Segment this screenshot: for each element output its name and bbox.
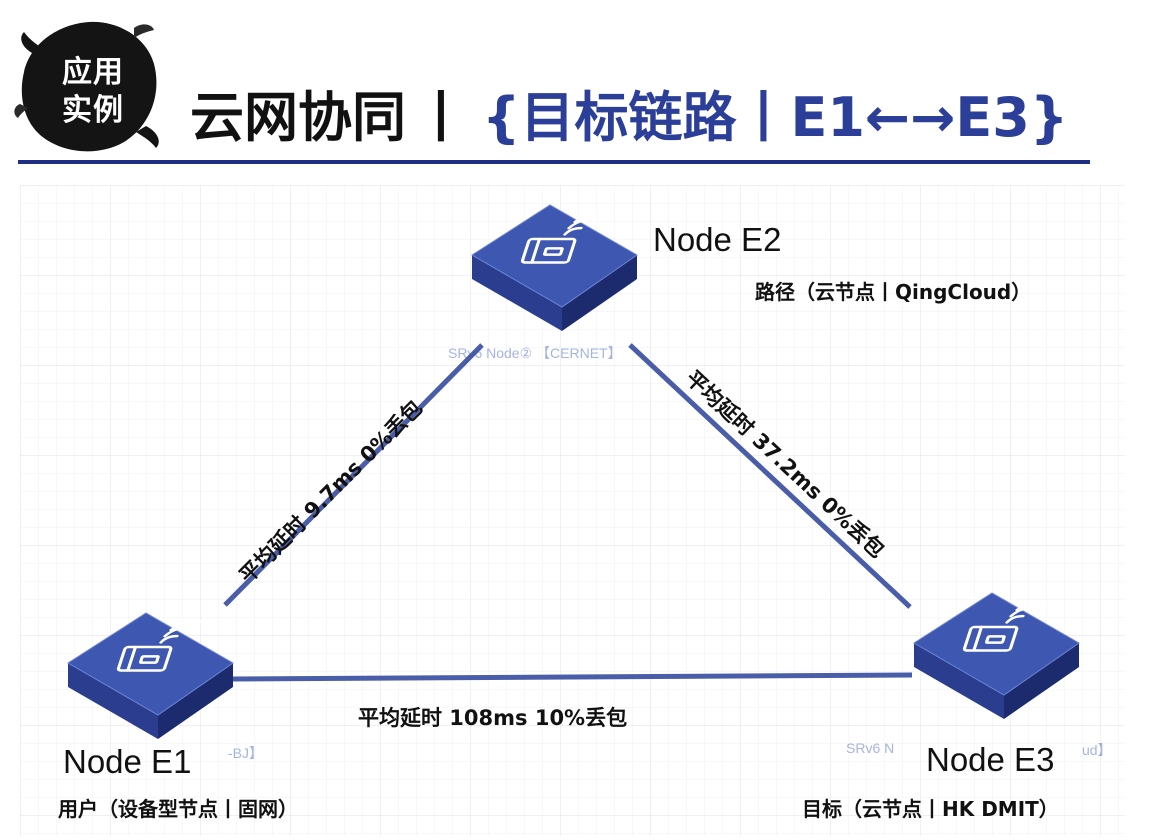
header-badge: 应用 实例 xyxy=(14,14,164,156)
link-e1-e3-label: 平均延时 108ms 10%丢包 xyxy=(358,706,628,730)
node-e3-subtitle: 目标（云节点丨HK DMIT） xyxy=(802,797,1059,821)
ghost-label-e3: SRv6 N xyxy=(846,740,895,756)
title-separator: 丨 xyxy=(414,86,468,149)
badge-line-1: 应用 xyxy=(62,55,124,90)
link-e2-e3 xyxy=(628,343,912,609)
title-divider xyxy=(18,160,1090,164)
node-e2-title: Node E2 xyxy=(653,221,782,258)
node-e3-title: Node E3 xyxy=(926,741,1055,778)
title-main: 云网协同 xyxy=(190,86,406,149)
title-accent: {目标链路丨E1←→E3} xyxy=(482,86,1069,149)
link-e1-e2 xyxy=(223,343,484,607)
node-e2-subtitle: 路径（云节点丨QingCloud） xyxy=(755,280,1032,304)
ghost-label-e3-tail: ud】 xyxy=(1082,742,1112,758)
diagram-canvas xyxy=(20,185,1125,836)
link-e1-e3 xyxy=(231,672,913,682)
badge-label: 应用 实例 xyxy=(54,54,132,130)
network-diagram: SRv6 Node② 【CERNET】 -BJ】 SRv6 N ud】 Node… xyxy=(20,185,1125,836)
ink-splash-icon xyxy=(14,21,159,152)
page-title: 云网协同丨{目标链路丨E1←→E3} xyxy=(190,78,1068,158)
ghost-label-e2: SRv6 Node② 【CERNET】 xyxy=(448,345,622,361)
badge-line-2: 实例 xyxy=(62,93,124,128)
ghost-label-e1: -BJ】 xyxy=(228,745,263,761)
node-e1-title: Node E1 xyxy=(63,743,192,780)
node-e1-subtitle: 用户（设备型节点丨固网） xyxy=(58,797,298,821)
